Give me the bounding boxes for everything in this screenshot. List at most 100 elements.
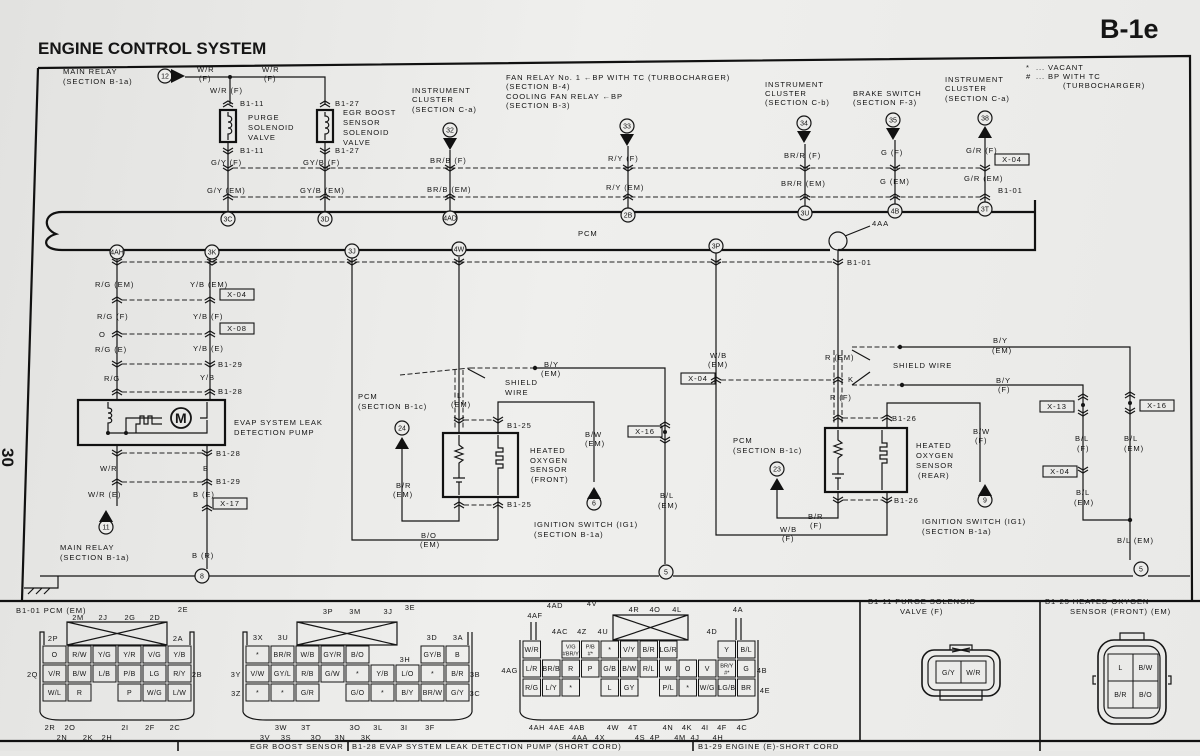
arrow-down-icon (443, 138, 457, 150)
connector-chevron-icon (222, 100, 234, 108)
terminal-cell: B/W (1138, 665, 1152, 672)
pin-4aa-leader (844, 225, 871, 237)
terminal-cell: L/R (526, 666, 538, 673)
heated-oxygen-sensor-rear (823, 426, 909, 494)
pin-label: 2G (124, 613, 135, 622)
wire-label-b1-28-a: B1-28 (218, 387, 243, 396)
circle-label: 33 (623, 124, 631, 131)
connector-chevron-icon (1124, 391, 1136, 399)
terminal-cell: BR (741, 685, 751, 692)
wire-label-br-1: B/R (396, 481, 411, 490)
pin-label: 3C (470, 689, 481, 698)
connector-chevron-icon (881, 414, 893, 422)
wire-label-bl-5: B/L (EM) (1117, 536, 1154, 545)
pin-label: 3K (361, 733, 371, 742)
wire-label-bl-4: B/L (1076, 488, 1090, 497)
wire-label-icb-2: CLUSTER (765, 89, 807, 98)
wire-label-br-1b: (EM) (393, 490, 413, 499)
pin-label: 4M (674, 733, 685, 742)
circle-label: 4B (891, 209, 900, 216)
circle-label: 5 (1139, 567, 1143, 574)
circle-label: 3C (224, 217, 233, 224)
wire-label-rg-f: R/G (F) (97, 312, 129, 321)
pin-label: 3X (253, 633, 263, 642)
page-code: B-1e (1100, 14, 1159, 44)
pin-label: 2R (45, 723, 56, 732)
circle-label: 3P (712, 244, 721, 251)
pin-label: 3V (260, 733, 270, 742)
connector-chevron-icon (204, 296, 216, 304)
connector-ref-x13: X-13 (1039, 400, 1075, 413)
connector-chevron-icon (111, 449, 123, 457)
pin-label: 4A (733, 605, 743, 614)
terminal-cell: R/W (72, 652, 87, 659)
pin-label: 3H (400, 655, 411, 664)
pin-label: 4R (629, 605, 640, 614)
terminal-cell: * (256, 652, 259, 659)
panel-title-strip-2: B1-28 EVAP SYSTEM LEAK DETECTION PUMP (S… (352, 742, 622, 751)
pin-label: 4P (650, 733, 660, 742)
terminal-cell: LG/R (659, 647, 677, 654)
pin-label: 2A (173, 634, 183, 643)
bp-legend: ... BP WITH TC (1036, 72, 1101, 81)
pin-label: 4K (682, 723, 692, 732)
pin-label: 2O (64, 723, 75, 732)
terminal-cell: L/B (99, 671, 110, 678)
wire-label-gr-em: G/R (EM) (964, 174, 1003, 183)
terminal-cell: O (52, 652, 58, 659)
connector-chevron-icon (204, 388, 216, 396)
connector-ref-x04-a: X-04 (219, 288, 255, 301)
connector-shells (39, 614, 759, 721)
pcm-pin-3c: 3C (220, 211, 236, 227)
wire-label-b1-25-top: B1-25 (507, 421, 532, 430)
circle-label: 3J (348, 249, 355, 256)
wire-label-egr-2: SENSOR (343, 118, 380, 127)
circle-label: 3U (801, 211, 810, 218)
wire-label-pcm-c1-sec: (SECTION B-1c) (358, 402, 427, 411)
reference-circle-9: 9 (977, 492, 993, 508)
terminal-cell: Y/B (173, 652, 185, 659)
wire-label-wb-em-b: (EM) (708, 360, 728, 369)
panel-title-purge-title-2: VALVE (F) (900, 607, 943, 616)
wire-label-bw-1: B/W (585, 430, 602, 439)
wire-label-brake-1: BRAKE SWITCH (853, 89, 922, 98)
terminal-cell: G (743, 666, 749, 673)
panel-title-strip-1: EGR BOOST SENSOR (250, 742, 344, 751)
pin-label: 2P (48, 634, 58, 643)
terminal-cell: LG (150, 671, 160, 678)
wire-label-bl-4b: (EM) (1074, 498, 1094, 507)
terminal-cell: L (1118, 665, 1122, 672)
circle-label: 2B (624, 213, 633, 220)
pin-label: 3Q (310, 733, 321, 742)
wire-label-b: B (203, 464, 209, 473)
diagram-frame (20, 54, 1194, 601)
pin-label: 3U (278, 633, 289, 642)
purge-valve-connector (921, 644, 1001, 701)
pcm-pin-3d: 3D (317, 211, 333, 227)
wire-label-r-em: R (EM) (825, 353, 854, 362)
wire-label-by-1b: (EM) (541, 369, 561, 378)
wire-label-purge-bot: B1-11 (240, 146, 264, 155)
motor-icon: M (175, 410, 187, 426)
connector-chevron-icon (222, 193, 234, 201)
terminal-cell: W/B (300, 652, 314, 659)
circle-label: 32 (446, 128, 454, 135)
pin-label: 2N (57, 733, 68, 742)
connector-chevron-icon (622, 193, 634, 201)
wire-label-by-3: B/Y (996, 376, 1011, 385)
wire-label-gyb-em: GY/B (EM) (300, 186, 345, 195)
pin-label: 4E (760, 686, 770, 695)
wire-label-by-1: B/Y (544, 360, 559, 369)
terminal-cell: P/B#* (586, 645, 595, 658)
pcm-block (45, 200, 1037, 252)
pcm-pin-4ad: 4AD (442, 210, 458, 226)
connector-chevron-icon (453, 258, 465, 266)
wire-label-bl-1: B/L (660, 491, 674, 500)
terminal-cell: V/G (148, 652, 161, 659)
connector-chevron-icon (444, 164, 456, 172)
arrow-up-icon (395, 437, 409, 449)
reference-circle-32: 32 (442, 122, 458, 138)
